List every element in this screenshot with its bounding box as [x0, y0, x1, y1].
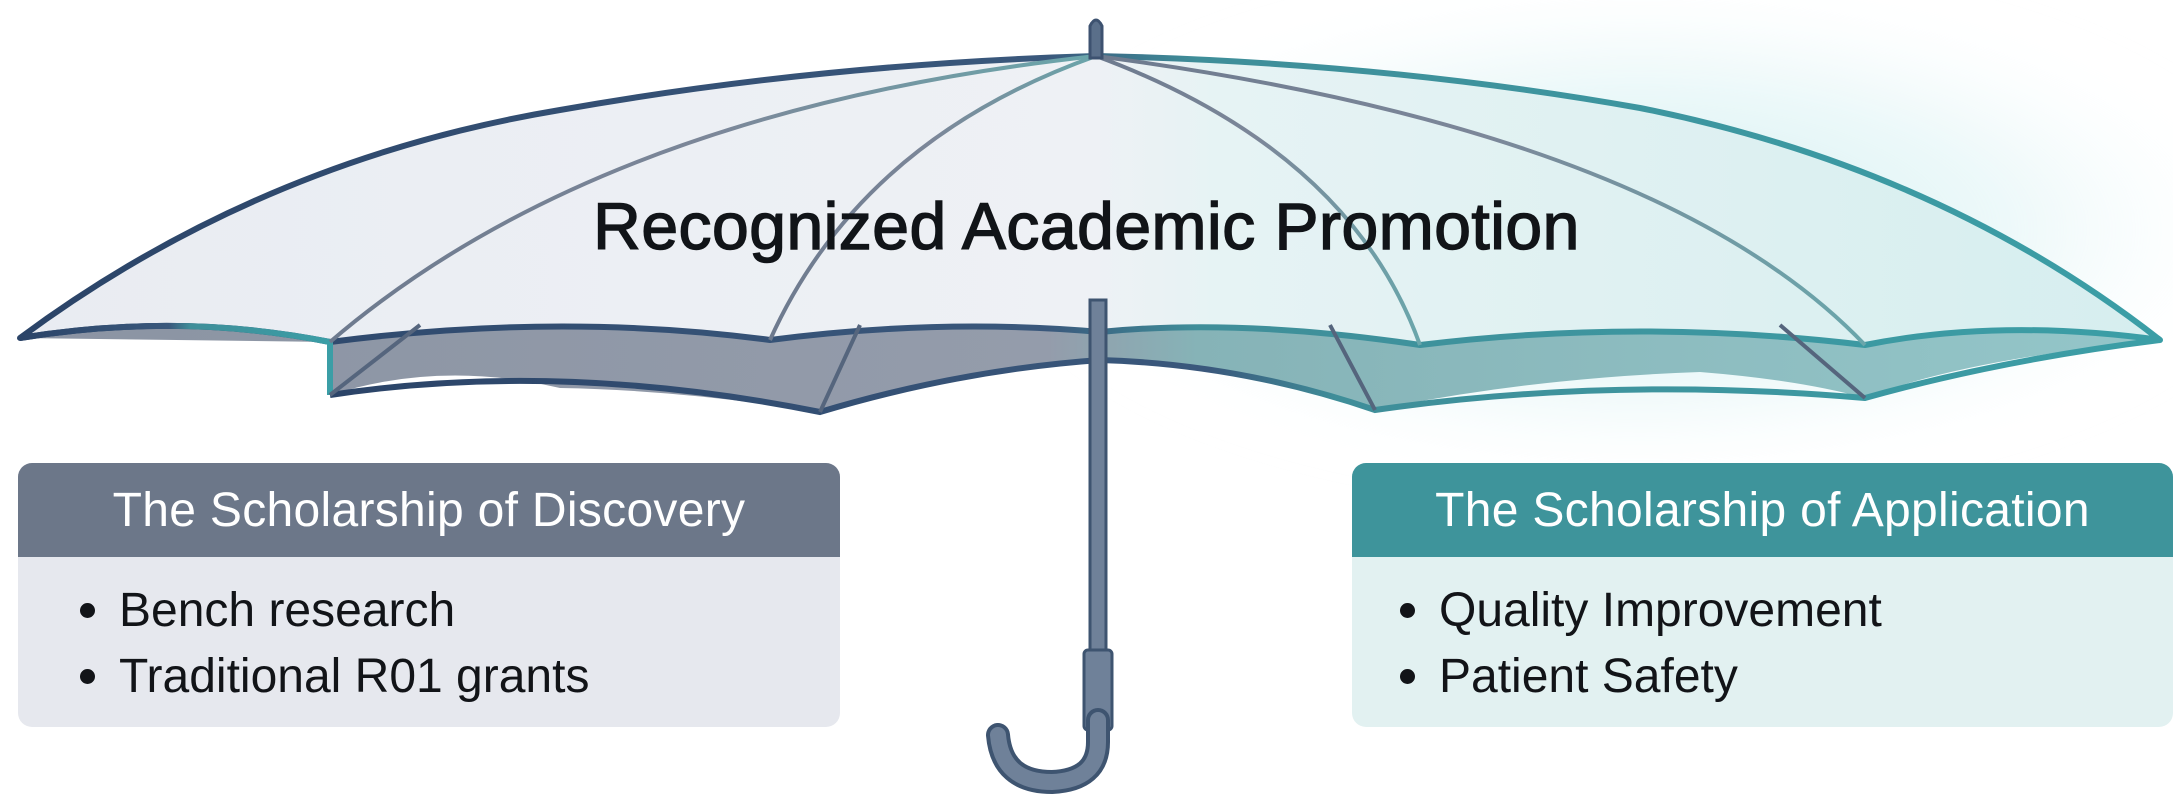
list-item: Bench research [18, 577, 840, 643]
canopy-ribs [328, 54, 1867, 347]
list-item-text: Patient Safety [1439, 649, 1738, 703]
list-item: Patient Safety [1352, 643, 2173, 709]
discovery-card-heading: The Scholarship of Discovery [18, 463, 840, 557]
canopy-underside [20, 325, 2160, 412]
list-item-text: Bench research [119, 583, 456, 637]
bullet-icon [1400, 602, 1415, 618]
list-item-text: Traditional R01 grants [119, 649, 590, 703]
umbrella-title: Recognized Academic Promotion [592, 188, 1580, 263]
umbrella-shaft [1088, 298, 1108, 662]
application-card: The Scholarship of Application Quality I… [1352, 463, 2173, 727]
list-item: Traditional R01 grants [18, 643, 840, 709]
umbrella-tip [1088, 18, 1104, 60]
list-item-text: Quality Improvement [1439, 583, 1882, 637]
application-card-heading: The Scholarship of Application [1352, 463, 2173, 557]
list-item: Quality Improvement [1352, 577, 2173, 643]
underside-ribs [328, 323, 1867, 413]
canopy-hem-left [19, 322, 333, 395]
bullet-icon [80, 668, 95, 684]
bullet-icon [1400, 668, 1415, 684]
application-card-list: Quality Improvement Patient Safety [1352, 557, 2173, 709]
discovery-card: The Scholarship of Discovery Bench resea… [18, 463, 840, 727]
canopy-hem [329, 337, 2161, 416]
discovery-card-list: Bench research Traditional R01 grants [18, 557, 840, 709]
bullet-icon [80, 602, 95, 618]
